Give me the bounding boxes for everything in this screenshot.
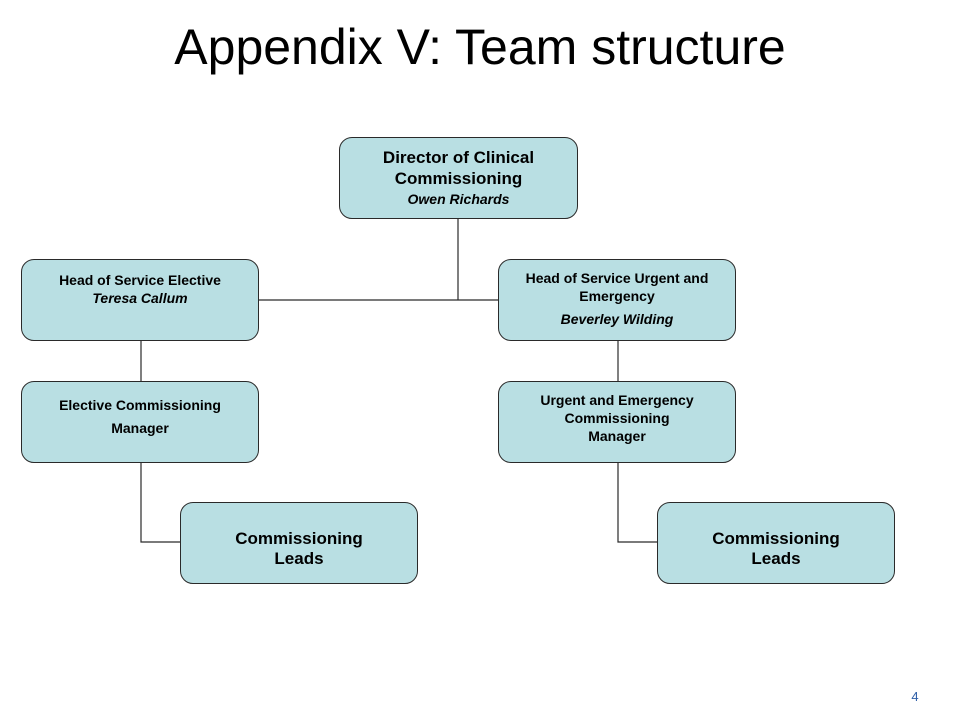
node-label: Manager	[111, 420, 169, 436]
node-label: Head of Service Elective	[59, 272, 221, 288]
node-label: Manager	[588, 428, 646, 444]
node-urgent-emergency-commissioning-manager: Urgent and Emergency Commissioning Manag…	[498, 381, 736, 463]
node-commissioning-leads-elective: Commissioning Leads	[180, 502, 418, 584]
node-label: Elective Commissioning	[59, 397, 221, 413]
node-label: Commissioning	[564, 410, 670, 426]
node-person-name: Owen Richards	[407, 191, 510, 207]
node-label: Urgent and Emergency	[540, 392, 694, 408]
node-director-clinical-commissioning: Director of Clinical Commissioning Owen …	[339, 137, 578, 219]
node-label: Commissioning	[394, 169, 523, 188]
node-head-service-elective: Head of Service Elective Teresa Callum	[21, 259, 259, 341]
node-label: Commissioning	[235, 529, 363, 548]
node-commissioning-leads-urgent: Commissioning Leads	[657, 502, 895, 584]
connector-urgent-leads	[617, 463, 657, 543]
connector-elective-leads	[140, 463, 180, 543]
node-person-name: Beverley Wilding	[560, 311, 674, 327]
node-label: Commissioning	[712, 529, 840, 548]
node-person-name: Teresa Callum	[92, 290, 188, 306]
node-elective-commissioning-manager: Elective Commissioning Manager	[21, 381, 259, 463]
node-label: Head of Service Urgent and	[525, 270, 709, 286]
page-number: 4	[911, 689, 919, 704]
node-label: Leads	[751, 549, 801, 568]
node-label: Director of Clinical	[382, 148, 535, 167]
node-head-service-urgent-emergency: Head of Service Urgent and Emergency Bev…	[498, 259, 736, 341]
slide-title: Appendix V: Team structure	[174, 19, 786, 75]
node-label: Emergency	[579, 288, 655, 304]
node-label: Leads	[274, 549, 324, 568]
